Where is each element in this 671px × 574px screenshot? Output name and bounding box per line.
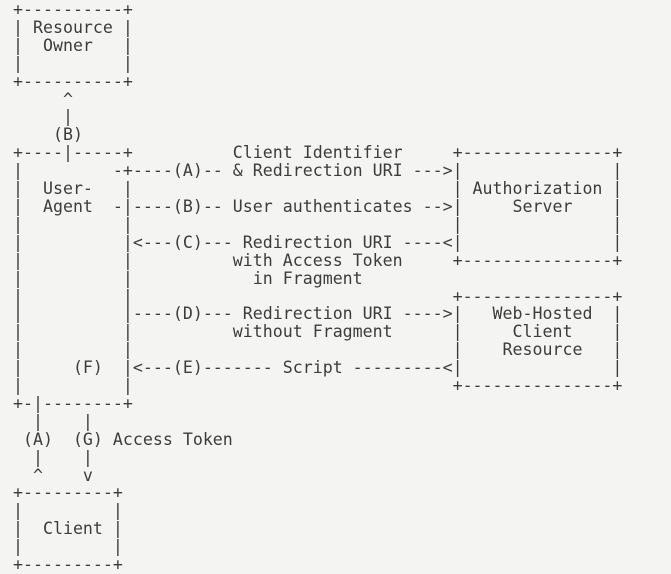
oauth-implicit-grant-ascii-diagram: +----------+ | Resource | | Owner | | | … <box>13 0 623 574</box>
